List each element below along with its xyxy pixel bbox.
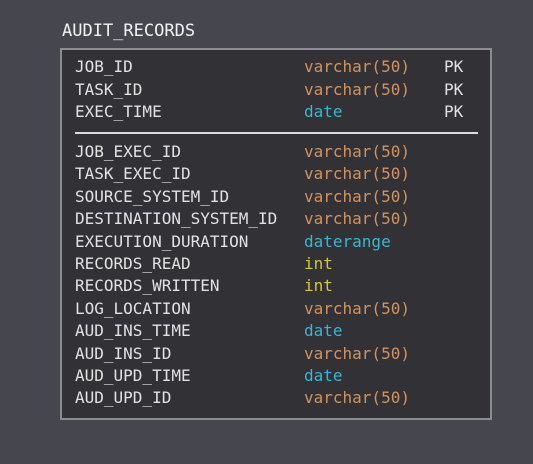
primary-key-marker: PK [444,57,464,76]
column-name: AUD_INS_ID [75,343,172,363]
column-row: SOURCE_SYSTEM_ID varchar(50) [75,186,485,208]
column-row: EXECUTION_DURATION daterange [75,231,485,253]
column-type: varchar(50) [304,209,410,229]
column-name: JOB_ID [75,57,133,76]
column-row: AUD_UPD_TIME date [75,365,485,387]
column-name: RECORDS_WRITTEN [75,276,220,296]
column-row: AUD_INS_ID varchar(50) [75,343,485,365]
column-name: AUD_INS_TIME [75,321,191,341]
column-name: SOURCE_SYSTEM_ID [75,186,230,206]
key-divider [75,132,478,134]
column-type: varchar(50) [304,343,410,363]
column-type: int [304,276,333,296]
column-row: RECORDS_READ int [75,253,485,275]
primary-key-marker: PK [444,102,464,121]
column-type: varchar(50) [304,164,410,184]
column-type: varchar(50) [304,142,410,161]
column-name: AUD_UPD_TIME [75,366,191,385]
primary-key-marker: PK [444,79,464,99]
column-name: LOG_LOCATION [75,298,191,318]
column-name: RECORDS_READ [75,254,191,273]
entity-box[interactable]: JOB_ID varchar(50) PK TASK_ID varchar(50… [60,48,492,420]
column-name: EXEC_TIME [75,102,162,121]
column-row: RECORDS_WRITTEN int [75,275,485,297]
column-type: daterange [304,231,391,251]
column-row: AUD_INS_TIME date [75,320,485,342]
column-type: int [304,254,333,273]
column-type: varchar(50) [304,186,410,206]
column-row: AUD_UPD_ID varchar(50) [75,387,485,409]
key-column-row: JOB_ID varchar(50) PK [75,56,485,78]
column-type: varchar(50) [304,388,410,408]
column-row: TASK_EXEC_ID varchar(50) [75,163,485,185]
column-type: varchar(50) [304,57,410,76]
column-name: TASK_ID [75,79,143,99]
column-row: DESTINATION_SYSTEM_ID varchar(50) [75,208,485,230]
key-column-row: TASK_ID varchar(50) PK [75,79,485,101]
key-column-row: EXEC_TIME date PK [75,101,485,123]
column-type: date [304,102,343,121]
column-type: date [304,321,343,341]
column-name: EXECUTION_DURATION [75,231,249,251]
column-type: varchar(50) [304,79,410,99]
column-row: JOB_EXEC_ID varchar(50) [75,141,485,163]
column-row: LOG_LOCATION varchar(50) [75,298,485,320]
entity-title: AUDIT_RECORDS [62,21,196,41]
column-name: JOB_EXEC_ID [75,142,181,161]
column-type: date [304,366,343,385]
column-name: AUD_UPD_ID [75,388,172,408]
column-name: TASK_EXEC_ID [75,164,191,184]
column-name: DESTINATION_SYSTEM_ID [75,209,278,229]
column-type: varchar(50) [304,298,410,318]
